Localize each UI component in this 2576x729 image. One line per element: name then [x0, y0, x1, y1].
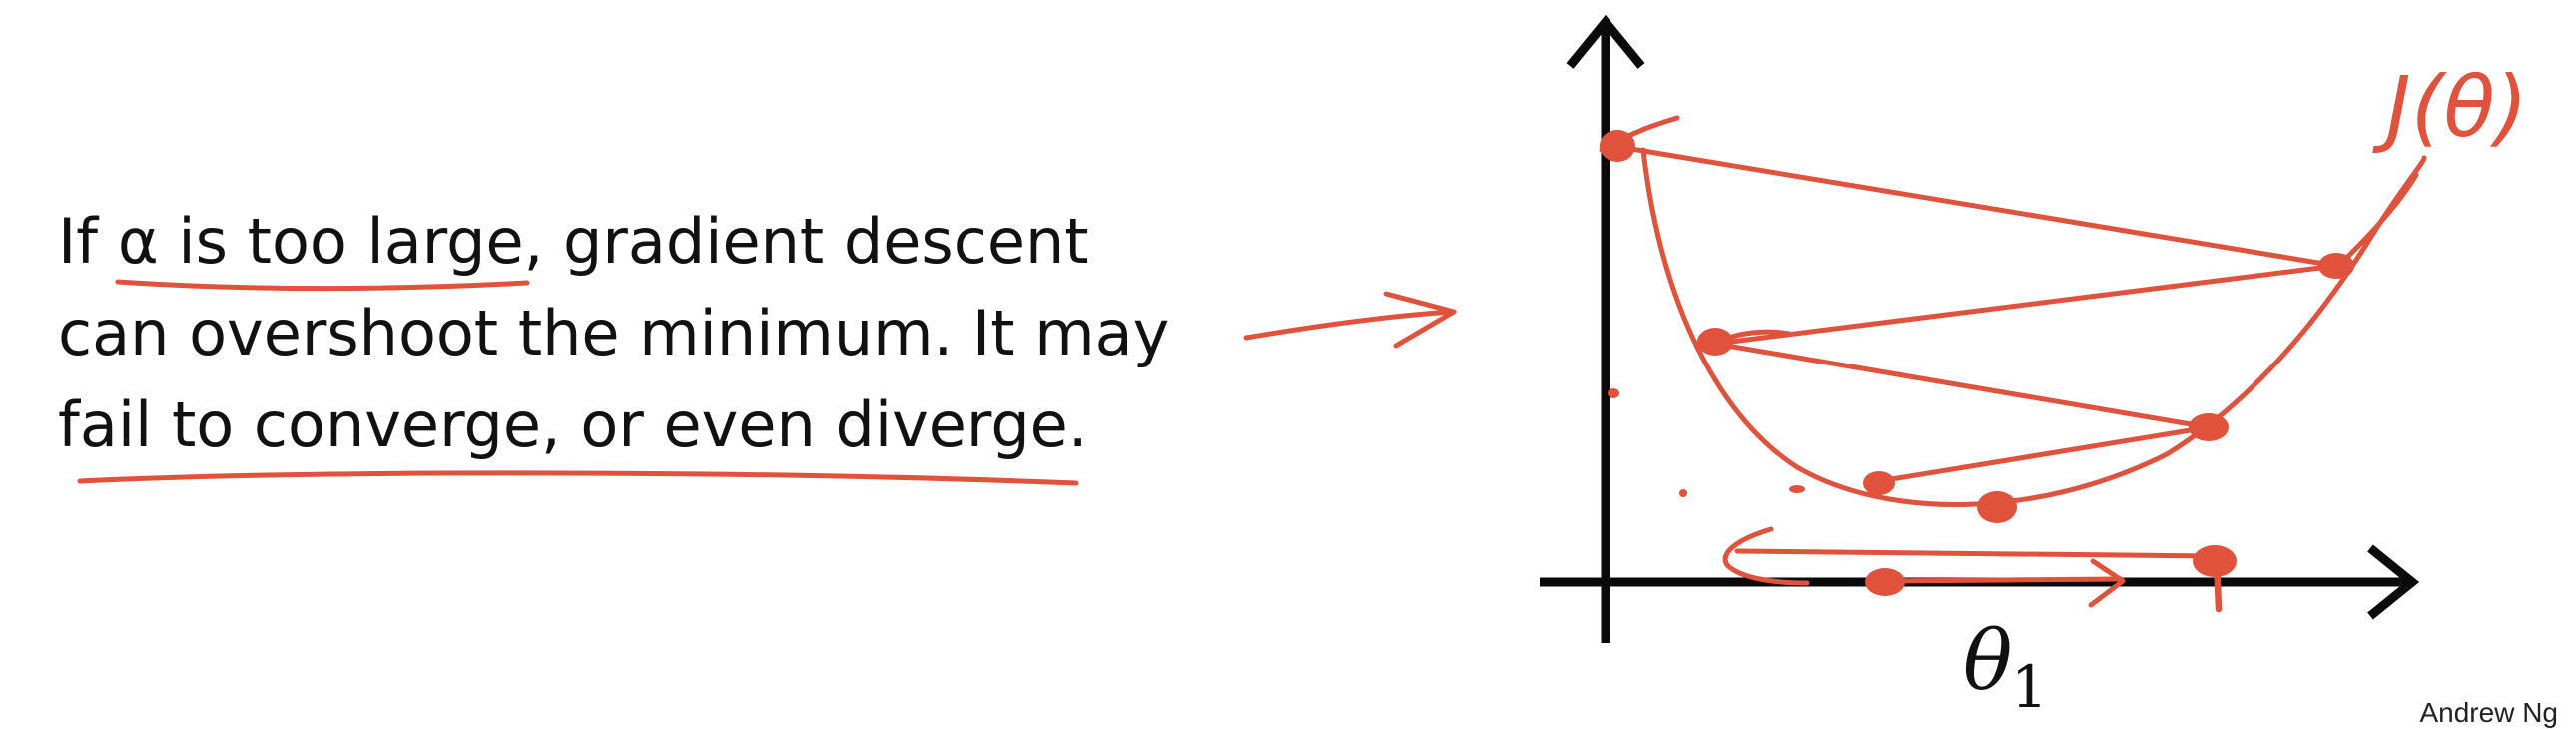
author-credit: Andrew Ng — [2419, 697, 2558, 728]
slide: If α is too large, gradient descent can … — [58, 14, 2558, 728]
x-right-arrow — [1882, 576, 2124, 584]
step-dot-4 — [1697, 328, 1733, 356]
pointer-arrow — [1243, 309, 1456, 341]
explanation-text: If α is too large, gradient descent can … — [58, 196, 1236, 471]
underline-last-line — [77, 470, 1079, 486]
pointer-arrowhead — [1383, 291, 1457, 349]
step-dot-1 — [1977, 491, 2017, 523]
explanation-line-1: If α is too large, gradient descent — [58, 205, 1089, 278]
curve-label: J(θ) — [2372, 58, 2528, 156]
y-axis-arrowhead — [1566, 14, 1645, 69]
x-right-arrowhead — [2088, 558, 2126, 608]
ink-speck-1 — [1608, 388, 1619, 398]
ink-speck-2 — [1679, 489, 1687, 497]
step-dot-6 — [1600, 130, 1635, 162]
explanation-line-2: can overshoot the minimum. It may — [58, 297, 1170, 369]
diagram-canvas: θ 1 J(θ) — [77, 14, 2528, 713]
x-axis-label-subscript: 1 — [2011, 653, 2048, 713]
cost-curve — [1640, 147, 2427, 507]
cost-curve-right-tail — [2333, 172, 2419, 271]
step-dot-3 — [2189, 413, 2229, 441]
underline-too-large — [115, 279, 530, 292]
x-dot-right-tick — [2213, 555, 2223, 613]
step-dot-2 — [1863, 471, 1895, 495]
x-left-arrowhead — [1722, 526, 1810, 586]
x-dot-left — [1865, 568, 1905, 596]
step-dot-5 — [2318, 253, 2354, 279]
x-left-arrow — [1734, 548, 2218, 559]
x-axis-arrowhead — [2367, 544, 2420, 620]
x-axis-label: θ — [1963, 614, 2012, 709]
ink-speck-3 — [1789, 485, 1805, 493]
step-path — [1610, 143, 2339, 484]
explanation-line-3: fail to converge, or even diverge. — [58, 388, 1088, 461]
